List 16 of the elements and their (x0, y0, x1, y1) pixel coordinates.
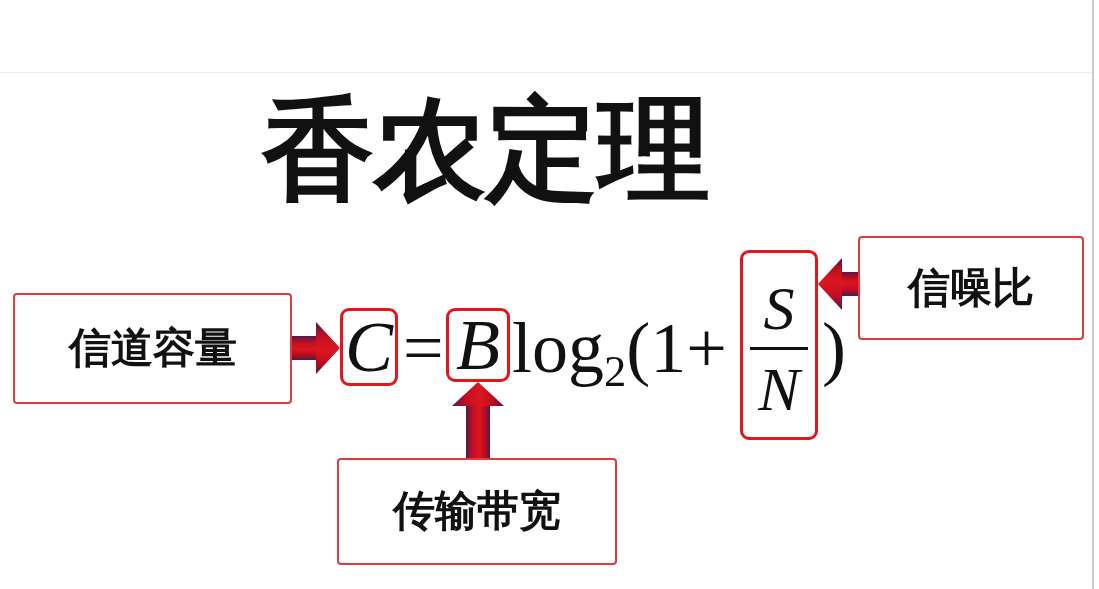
title: 香农定理 (262, 88, 710, 212)
label-text: 传输带宽 (393, 487, 561, 536)
formula-symbol: = (403, 312, 444, 384)
label-text: 信噪比 (908, 263, 1034, 313)
label-box (13, 293, 292, 404)
variable-text: C (345, 311, 393, 383)
label-box (337, 458, 617, 565)
variable-text: S (763, 277, 795, 339)
arrow (818, 258, 858, 310)
arrow (292, 322, 340, 374)
label-text: 信道容量 (68, 324, 237, 373)
highlight-box (446, 308, 510, 382)
variable-text: B (456, 309, 500, 381)
highlight-box (740, 250, 818, 440)
label-box (858, 236, 1084, 340)
arrow (452, 382, 504, 458)
